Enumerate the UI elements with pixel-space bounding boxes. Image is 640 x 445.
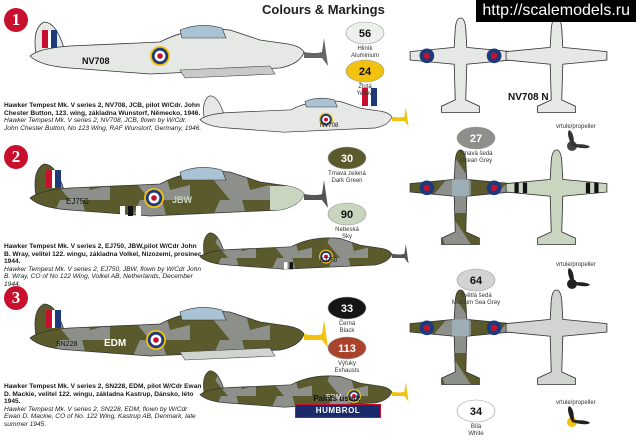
scheme-2-number: 2: [4, 145, 28, 169]
scheme-3-small-code: EDM: [326, 394, 342, 401]
color-swatch-90: 90: [327, 202, 367, 226]
color-name-en: Ocean Grey: [459, 158, 493, 164]
color-swatch-27: 27: [456, 126, 496, 150]
scheme-2-top-view: [409, 149, 512, 246]
scheme-3-desc-cz: Hawker Tempest Mk. V series 2, SN228, ED…: [4, 383, 202, 406]
color-name-en: Black: [339, 328, 355, 334]
color-name-en: Aluminium: [350, 53, 379, 59]
color-name-cz: Tmavá zelená: [328, 171, 366, 177]
scheme-1-small-profile: [199, 95, 409, 133]
scheme-2-description: Hawker Tempest Mk. V series 2, EJ750, JB…: [4, 243, 202, 289]
scheme-2-desc-cz: Hawker Tempest Mk. V series 2, EJ750, JB…: [4, 243, 202, 266]
color-swatch-24: 24: [345, 59, 385, 83]
color-name-en: Sky: [341, 234, 352, 240]
color-swatch-number: 24: [359, 66, 372, 78]
scheme-1-underwing-serial: NV708 N: [508, 92, 549, 103]
scheme-1-top-view: [409, 17, 512, 114]
color-swatch-number: 113: [338, 343, 356, 355]
scheme-3-description: Hawker Tempest Mk. V series 2, SN228, ED…: [4, 383, 202, 429]
scheme-2-propeller: [567, 268, 590, 289]
color-name-en: White: [468, 431, 484, 437]
watermark: http://scalemodels.ru: [476, 0, 636, 22]
scheme-3-serial: SN228: [56, 341, 78, 348]
scheme-1-desc-cz: Hawker Tempest Mk. V series 2, NV708, JC…: [4, 102, 201, 117]
color-swatch-number: 64: [470, 275, 483, 287]
color-swatch-number: 90: [341, 209, 353, 221]
scheme-2-bottom-view: [505, 149, 608, 246]
color-swatch-33: 33: [327, 296, 367, 320]
scheme-2-desc-en: Hawker Tempest Mk. V series 2, EJ750, JB…: [4, 265, 202, 288]
scheme-3-number: 3: [4, 286, 28, 310]
scheme-2-small-profile: [199, 232, 409, 270]
color-name-en: Dark Green: [331, 178, 363, 184]
color-name-en: Medium Sea Grey: [451, 300, 501, 306]
scheme-1-propeller: [567, 130, 590, 151]
propeller-label-1: vrtule/propeller: [556, 124, 596, 130]
scheme-1-description: Hawker Tempest Mk. V series 2, NV708, JC…: [4, 102, 202, 132]
scheme-1-small-serial: NV708: [320, 123, 339, 129]
color-name-cz: Bílá: [470, 424, 482, 430]
scheme-1-desc-en: Hawker Tempest Mk. V series 2, NV708, JC…: [4, 117, 202, 132]
scheme-1-main-profile: [29, 21, 328, 79]
scheme-2-main-profile: [29, 163, 328, 217]
scheme-2-small-serial: EJ750: [320, 258, 338, 264]
scheme-3-top-view: [409, 289, 512, 386]
color-swatch-64: 64: [456, 268, 496, 292]
scheme-1-serial: NV708: [82, 56, 110, 66]
propeller-label-3: vrtule/propeller: [556, 400, 596, 406]
color-name-cz: Světlá šedá: [460, 293, 492, 299]
color-name-cz: Tmavá šedá: [459, 151, 493, 157]
propeller-label-2: vrtule/propeller: [556, 262, 596, 268]
scheme-3-desc-en: Hawker Tempest Mk. V series 2, SN228, ED…: [4, 405, 196, 428]
paints-used-label: Paints used:: [313, 394, 361, 403]
scheme-3-propeller: [567, 406, 590, 427]
color-swatch-113: 113: [327, 336, 367, 360]
color-name-cz: Žlutá: [358, 84, 372, 90]
color-swatch-number: 33: [341, 303, 353, 315]
color-name-en: Exhausts: [334, 368, 360, 374]
color-name-cz: Nebeská: [335, 227, 359, 233]
color-swatch-number: 30: [341, 153, 353, 165]
page-title: Colours & Markings: [262, 2, 385, 17]
scheme-2-code: JBW: [172, 195, 193, 205]
color-name-cz: Výfuky: [337, 361, 356, 367]
color-name-cz: Černá: [338, 321, 356, 327]
scheme-3-bottom-view: [505, 289, 608, 386]
color-name-cz: Hliník: [357, 46, 373, 52]
color-swatch-number: 34: [470, 406, 483, 418]
color-name-en: Yellow: [356, 91, 374, 97]
scheme-3-code: EDM: [104, 338, 126, 349]
color-swatch-number: 56: [359, 28, 371, 40]
color-swatches: 56 24 27 30 90 64 33 113 34: [327, 21, 496, 423]
color-swatch-30: 30: [327, 146, 367, 170]
scheme-3-small-profile: [199, 370, 409, 408]
color-swatch-56: 56: [345, 21, 385, 45]
humbrol-logo: HUMBROL: [295, 404, 381, 418]
scheme-1-number: 1: [4, 8, 28, 32]
scheme-2-serial: EJ750: [66, 197, 89, 206]
color-swatch-34: 34: [456, 399, 496, 423]
scheme-3-main-profile: [29, 303, 328, 361]
color-swatch-number: 27: [470, 133, 482, 145]
